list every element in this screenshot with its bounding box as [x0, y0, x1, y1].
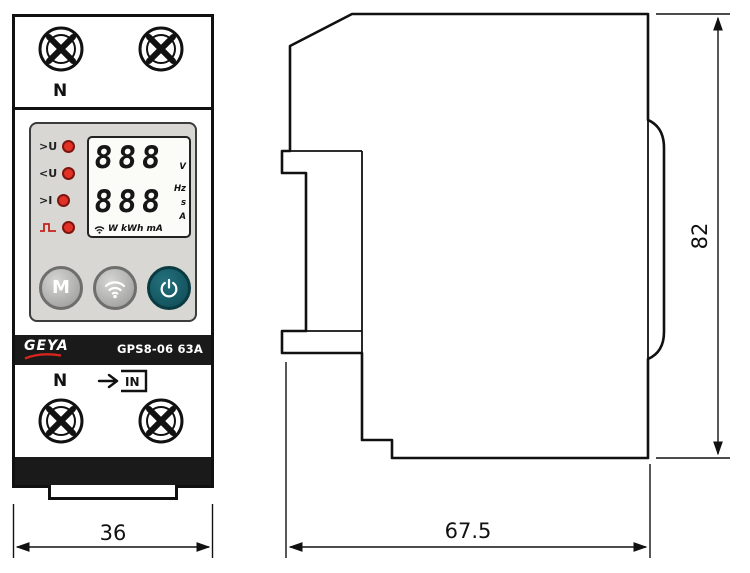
dimension-depth-label: 67.5: [445, 519, 492, 543]
brand-band: GEYA GPS8-06 63A: [15, 335, 211, 365]
side-view-detail-lines: [290, 120, 649, 359]
geya-logo: GEYA: [24, 339, 69, 360]
led-label-overcurrent: >I: [39, 193, 53, 207]
lcd-unit-s: s: [180, 198, 186, 208]
lcd-bottom-row: W kWh mA: [94, 225, 163, 234]
led-indicator: [62, 139, 76, 153]
wifi-icon: [94, 226, 105, 234]
display-panel: >U <U >I 888: [29, 122, 197, 322]
screw-terminal-icon: [138, 26, 184, 72]
screw-terminal-icon: [138, 398, 184, 444]
lcd-unit-v: V: [179, 162, 186, 172]
lcd-unit-hz: Hz: [173, 184, 186, 194]
dimension-height-label: 82: [688, 223, 712, 250]
led-row: >U: [39, 139, 76, 153]
input-label: IN: [125, 375, 140, 389]
wifi-signal-icon: [104, 281, 126, 299]
mode-button-label: M: [52, 277, 70, 298]
wifi-button: [93, 266, 137, 310]
led-indicator: [62, 166, 76, 180]
led-label-undervoltage: <U: [39, 166, 58, 180]
screw-terminal-icon: [38, 398, 84, 444]
dimension-depth: [285, 362, 651, 558]
dimension-height: [656, 13, 730, 459]
side-view-outline: [280, 12, 666, 460]
bottom-dark-band: [15, 457, 211, 485]
lcd-unit-a: A: [179, 212, 186, 222]
device-body: >U <U >I 888: [15, 110, 211, 335]
led-indicator: [62, 220, 75, 234]
power-icon: [160, 278, 178, 298]
bottom-terminal-label: N: [53, 371, 68, 391]
dimension-width-label: 36: [100, 521, 127, 545]
led-row: >I: [39, 193, 71, 207]
mode-button: M: [39, 266, 83, 310]
lcd-bottom-units: W kWh mA: [108, 224, 163, 234]
led-row: [39, 220, 75, 234]
input-direction-icon: IN: [97, 369, 148, 393]
screw-terminal-icon: [38, 26, 84, 72]
surge-waveform-icon: [40, 222, 56, 232]
top-terminal-label: N: [53, 81, 68, 101]
logo-swoosh-icon: [24, 353, 62, 360]
bottom-terminal-block: N IN: [15, 365, 211, 457]
dimension-width: [12, 504, 214, 558]
led-indicator: [57, 193, 71, 207]
front-view: N >U <U >I: [12, 14, 214, 488]
din-mount-tab: [48, 485, 178, 500]
led-label-overvoltage: >U: [39, 139, 58, 153]
power-button: [147, 266, 191, 310]
led-row: <U: [39, 166, 76, 180]
brand-name: GEYA: [24, 338, 69, 354]
model-number: GPS8-06 63A: [116, 342, 203, 356]
top-terminal-block: N: [15, 17, 211, 110]
lcd-display: 888 888 V Hz s A W kWh mA: [87, 136, 191, 238]
